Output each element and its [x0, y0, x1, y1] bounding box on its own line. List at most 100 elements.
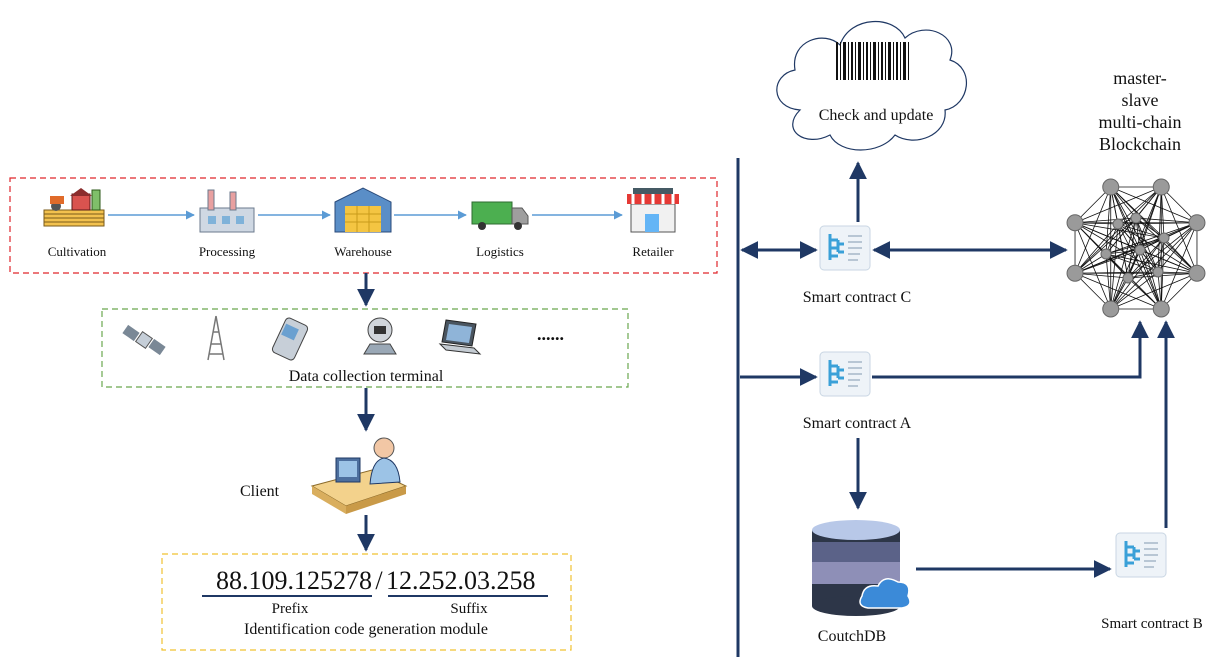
network-link: [1105, 186, 1112, 255]
network-link: [1160, 187, 1165, 239]
network-link: [1110, 186, 1165, 239]
smart-contract-b-label: Smart contract B: [1101, 616, 1203, 632]
blockchain-network-icon: [1066, 178, 1206, 318]
cell-tower-icon: [207, 315, 225, 361]
network-link: [1110, 223, 1119, 310]
network-link: [1105, 249, 1141, 255]
truck-icon: [471, 201, 529, 230]
network-node: [1122, 272, 1134, 284]
blockchain-label-line-3: multi-chain: [1099, 112, 1182, 132]
network-link: [1105, 253, 1159, 273]
blockchain-label-line-4: Blockchain: [1099, 134, 1181, 154]
network-link: [1105, 222, 1198, 255]
network-link: [1135, 217, 1165, 239]
identification-code-prefix: 88.109.125278: [216, 566, 372, 595]
cloud-shape: [776, 20, 967, 151]
barcode-icon: [836, 42, 909, 80]
client-label: Client: [240, 483, 280, 500]
network-link: [1074, 249, 1141, 274]
network-node: [1066, 214, 1084, 232]
network-node: [1188, 264, 1206, 282]
identification-code-suffix: 12.252.03.258: [386, 566, 536, 595]
stage-label-warehouse: Warehouse: [334, 244, 392, 259]
network-link: [1110, 186, 1198, 274]
network-link: [1110, 237, 1165, 310]
network-node: [1102, 178, 1120, 196]
network-link: [1157, 222, 1198, 273]
module-label: Identification code generation module: [244, 621, 488, 638]
network-link: [1074, 223, 1119, 274]
network-link: [1074, 272, 1129, 279]
network-link: [1074, 272, 1162, 310]
farm-icon: [43, 188, 105, 227]
network-node: [1100, 248, 1112, 260]
mobile-phone-icon: [271, 317, 309, 361]
network-link: [1110, 271, 1159, 310]
database-label: CoutchDB: [818, 628, 886, 645]
laptop-icon: [438, 319, 482, 355]
data-collection-box: [101, 308, 629, 388]
identification-module-box: [161, 553, 572, 651]
network-link: [1117, 223, 1129, 279]
network-link: [1105, 237, 1165, 255]
blockchain-label-line-2: slave: [1122, 90, 1159, 110]
network-link: [1110, 186, 1198, 224]
network-node: [1152, 178, 1170, 196]
network-link: [1074, 222, 1159, 273]
suffix-label: Suffix: [450, 601, 488, 617]
arrow-contract-a-blockchain: [872, 320, 1149, 379]
cloud-label: Check and update: [819, 107, 934, 124]
network-link: [1117, 223, 1141, 251]
device-ellipsis: ......: [537, 324, 564, 344]
network-link: [1139, 249, 1162, 310]
network-node: [1130, 212, 1142, 224]
network-node: [1112, 218, 1124, 230]
data-collection-label: Data collection terminal: [289, 368, 444, 385]
network-link: [1110, 186, 1141, 251]
identification-code-separator: /: [375, 566, 383, 595]
network-node: [1134, 244, 1146, 256]
stage-label-retailer: Retailer: [632, 244, 674, 259]
network-link: [1117, 223, 1165, 239]
store-icon: [627, 188, 679, 233]
network-link: [1157, 237, 1165, 273]
network-link: [1105, 253, 1162, 310]
smart-contract-b-icon: [1114, 531, 1168, 579]
smart-contract-c-icon: [818, 224, 872, 272]
network-link: [1127, 217, 1137, 279]
network-link: [1110, 222, 1198, 310]
client-operator-icon: [310, 437, 408, 514]
smart-contract-a-label: Smart contract A: [803, 415, 912, 432]
network-node: [1066, 264, 1084, 282]
warehouse-icon: [334, 187, 392, 233]
network-link: [1135, 217, 1162, 310]
database-icon: [812, 520, 911, 616]
smart-contract-c-label: Smart contract C: [803, 289, 911, 306]
satellite-icon: [122, 324, 166, 356]
network-link: [1117, 223, 1162, 310]
network-link: [1075, 271, 1159, 274]
network-link: [1074, 217, 1137, 274]
network-link: [1135, 217, 1198, 224]
stage-label-cultivation: Cultivation: [48, 244, 107, 259]
network-node: [1152, 266, 1164, 278]
blockchain-label-line-1: master-: [1113, 68, 1167, 88]
network-link: [1127, 222, 1198, 279]
network-link: [1135, 217, 1159, 273]
factory-icon: [199, 189, 255, 233]
network-link: [1074, 237, 1165, 274]
network-link: [1105, 253, 1112, 310]
network-node: [1158, 232, 1170, 244]
supply-chain-box: [9, 177, 718, 274]
network-node: [1152, 300, 1170, 318]
stage-label-logistics: Logistics: [476, 244, 524, 259]
smart-contract-a-icon: [818, 350, 872, 398]
stage-label-processing: Processing: [199, 244, 256, 259]
prefix-label: Prefix: [272, 601, 309, 617]
scanner-robot-icon: [363, 317, 397, 355]
network-link: [1105, 217, 1137, 255]
network-node: [1102, 300, 1120, 318]
network-node: [1188, 214, 1206, 232]
network-link: [1135, 217, 1198, 274]
